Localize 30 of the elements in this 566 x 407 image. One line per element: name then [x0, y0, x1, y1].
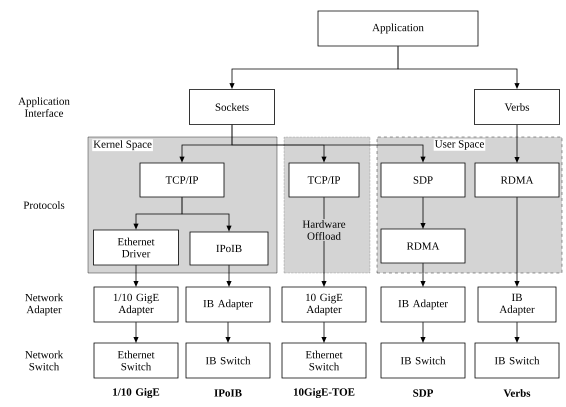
- process-box: 1/10 GigE Adapter: [94, 286, 178, 322]
- process-box: Ethernet Switch: [282, 342, 366, 378]
- column-label: 10GigE-TOE: [294, 388, 354, 398]
- layer-label: Protocols: [24, 201, 64, 209]
- process-box: RDMA: [380, 228, 466, 264]
- process-box: Application: [318, 10, 478, 46]
- column-label: SDP: [413, 389, 434, 397]
- process-box: TCP/IP: [140, 162, 224, 198]
- process-box: 10 GigE Adapter: [282, 286, 366, 322]
- process-box: SDP: [380, 162, 466, 198]
- process-box: IB Adapter: [478, 286, 556, 322]
- process-box: Sockets: [189, 89, 275, 125]
- process-box: RDMA: [474, 162, 560, 198]
- layer-label: Application Interface: [18, 97, 70, 117]
- process-box: IB Adapter: [186, 286, 270, 322]
- process-box: Ethernet Driver: [93, 230, 179, 266]
- process-box: IB Switch: [380, 342, 466, 378]
- process-box: IPoIB: [190, 232, 268, 266]
- layer-label: Network Switch: [25, 350, 64, 370]
- column-label: Verbs: [504, 389, 530, 397]
- process-box: IB Switch: [474, 342, 560, 378]
- process-box: Verbs: [474, 89, 560, 125]
- process-box: TCP/IP: [288, 162, 360, 198]
- edge-label: Hardware Offload: [302, 220, 346, 240]
- column-label: 1/10 GigE: [113, 388, 160, 398]
- process-box: Ethernet Switch: [94, 342, 178, 378]
- process-box: IB Switch: [186, 342, 270, 378]
- layer-label: Network Adapter: [25, 294, 64, 316]
- process-box: IB Adapter: [380, 286, 466, 322]
- column-label: IPoIB: [214, 389, 242, 397]
